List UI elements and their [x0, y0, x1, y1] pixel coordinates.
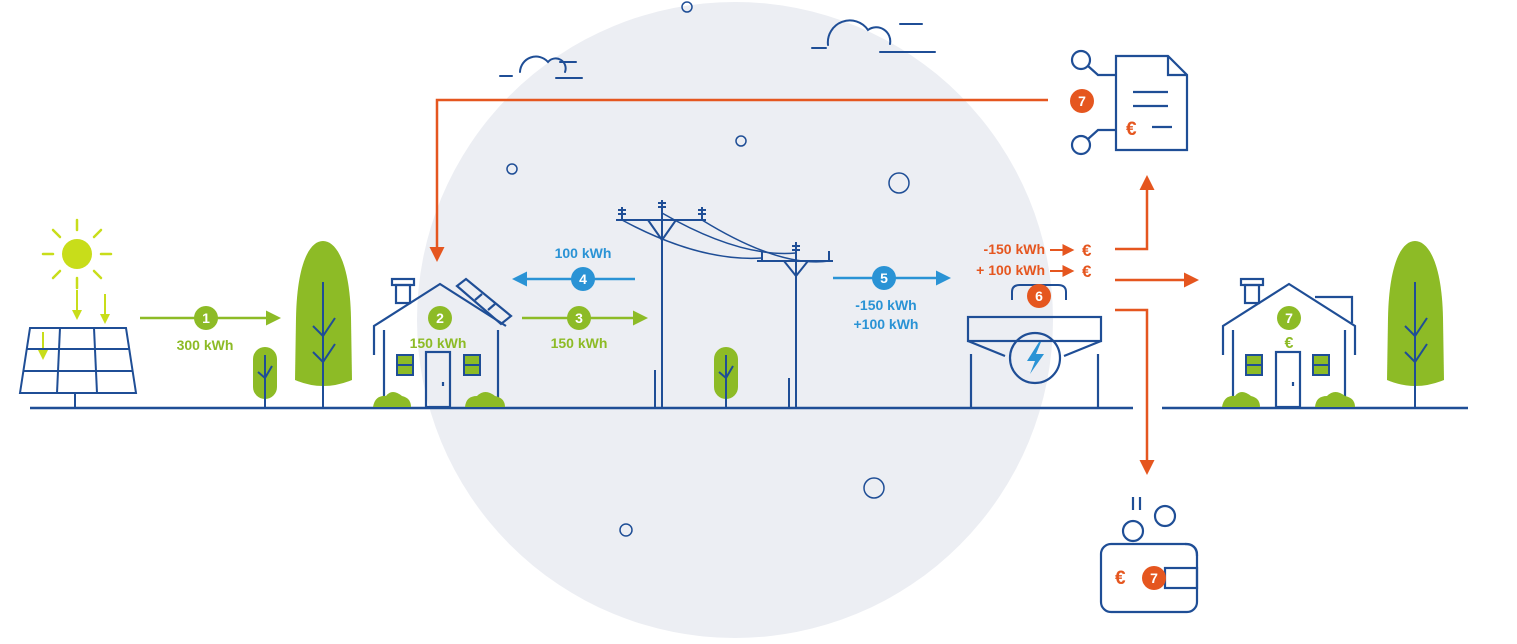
step-6-labels: -150 kWh € + 100 kWh €: [976, 241, 1092, 281]
euro-symbol: €: [1115, 568, 1126, 589]
step-7-number: 7: [1285, 310, 1293, 326]
power-lines: [621, 212, 830, 263]
step-7-badge: [1277, 306, 1301, 330]
euro-symbol: €: [1082, 241, 1092, 260]
background-circle: [417, 2, 1053, 638]
energy-provider-icon: 6: [966, 284, 1103, 407]
step-4-label: 100 kWh: [555, 245, 612, 261]
step-1-label: 300 kWh: [177, 337, 234, 353]
solar-panel-icon: [18, 327, 138, 407]
step-5-arrow: 5 -150 kWh +100 kWh: [833, 266, 951, 332]
step-6-badge: [1027, 284, 1051, 308]
cloud-icon: [499, 55, 583, 79]
house-icon: 7 €: [1221, 277, 1357, 409]
step-6-label-line1: -150 kWh: [984, 241, 1045, 257]
step-6-number: 6: [1035, 288, 1043, 304]
step-7-number: 7: [1078, 93, 1086, 109]
invoice-icon: € 7: [1070, 49, 1189, 156]
step-5-label-line1: -150 kWh: [855, 297, 916, 313]
euro-symbol: €: [1285, 335, 1294, 352]
step-7-number: 7: [1150, 570, 1158, 586]
tree-icon: [714, 347, 738, 407]
step-3-arrow: 3 150 kWh: [522, 306, 648, 351]
euro-symbol: €: [1082, 262, 1092, 281]
cloud-icon: [811, 19, 936, 53]
step-1-number: 1: [202, 310, 210, 326]
settlement-arrows: [429, 98, 1199, 475]
step-4-arrow: 100 kWh 4: [512, 245, 635, 291]
step-7-badge: [1070, 89, 1094, 113]
step-6-label-line2: + 100 kWh: [976, 262, 1045, 278]
tree-icon: [253, 347, 277, 407]
step-3-label: 150 kWh: [551, 335, 608, 351]
step-5-label-line2: +100 kWh: [854, 316, 919, 332]
tree-icon: [295, 241, 352, 407]
tree-icon: [1387, 241, 1444, 407]
step-3-number: 3: [575, 310, 583, 326]
house-icon: 2 150 kWh: [372, 277, 513, 409]
step-2-number: 2: [436, 310, 444, 326]
step-2-badge: [428, 306, 452, 330]
decorative-dots: [506, 1, 910, 537]
step-4-number: 4: [579, 271, 587, 287]
euro-symbol: €: [1126, 119, 1137, 140]
sunlight-arrows: [38, 290, 110, 360]
step-2-label: 150 kWh: [410, 335, 467, 351]
power-pole-icon: [616, 200, 706, 407]
step-5-badge: [872, 266, 896, 290]
sun-icon: [41, 218, 113, 290]
step-5-number: 5: [880, 270, 888, 286]
step-4-badge: [571, 267, 595, 291]
step-3-badge: [567, 306, 591, 330]
power-pole-icon: [757, 242, 833, 407]
step-7-badge: [1142, 566, 1166, 590]
step-1-badge: [194, 306, 218, 330]
step-1-arrow: 1 300 kWh: [140, 306, 281, 353]
wallet-icon: € 7: [1099, 497, 1199, 614]
